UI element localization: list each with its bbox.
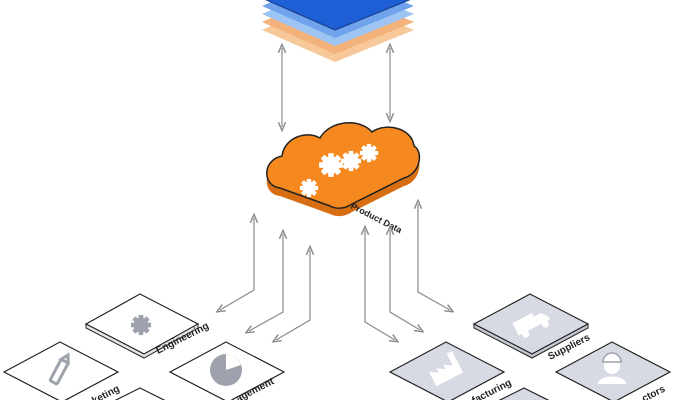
tile-face [2,341,120,400]
arrow-cloud-management-2 [276,250,310,340]
pie-chart-icon [210,354,242,386]
tile-manufacturing[interactable]: facturing [388,341,513,400]
tile-partial [498,387,550,400]
gear-icon [299,178,319,198]
top-arrows [282,48,390,127]
arrow-cloud-suppliers-2 [418,204,450,310]
gear-icon [359,143,379,163]
left-tile-group: Engineering keting agement [2,293,286,400]
tile-engineering[interactable]: Engineering [84,293,211,359]
tile-management[interactable]: agement [168,341,286,400]
tile-edge [85,323,199,359]
gear-icon [319,153,343,177]
gear-icon [340,150,362,172]
tile-suppliers[interactable]: Suppliers [472,293,592,363]
tile-contractors[interactable]: ctors [554,341,672,400]
tile-marketing[interactable]: keting [2,341,122,400]
factory-icon [429,351,464,387]
worker-icon [598,352,626,384]
system-layer-stack [262,0,414,62]
gear-icon [130,314,152,336]
hub-label: Product Data [349,201,404,236]
right-tile-group: Suppliers facturing ctors [388,293,672,400]
stack-layer-1 [265,0,411,31]
tile-partial [114,387,166,400]
arrow-cloud-suppliers-1 [390,230,420,330]
product-data-cloud: Product Data [266,122,421,236]
truck-icon [512,312,550,338]
pencil-icon [48,352,70,386]
bottom-arrows [220,204,450,340]
arrow-cloud-engineering [220,218,254,310]
tile-edge [473,323,589,359]
tile-label: keting [90,384,121,400]
arrow-cloud-manufacturing [365,230,395,340]
